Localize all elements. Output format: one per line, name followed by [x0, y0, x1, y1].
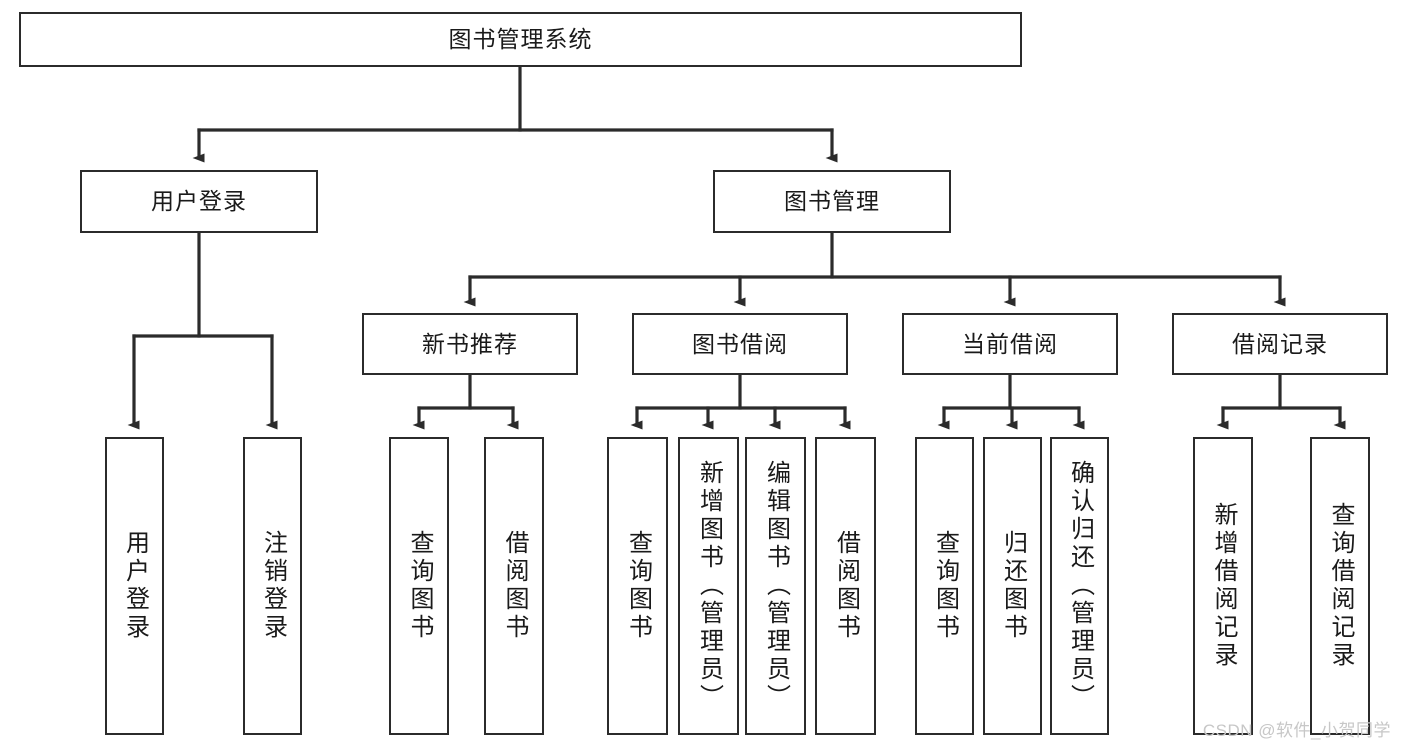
node-book-manage[interactable]: 图书管理	[713, 170, 951, 233]
node-label: 借阅记录	[1232, 330, 1328, 357]
node-leaf-return-book[interactable]: 归还图书	[983, 437, 1042, 735]
node-label: 归还图书	[999, 530, 1027, 642]
node-label: 借阅图书	[501, 530, 528, 642]
node-label: 用户登录	[121, 530, 149, 642]
node-leaf-query-book-2[interactable]: 查询图书	[607, 437, 668, 735]
node-leaf-logout[interactable]: 注销登录	[243, 437, 302, 735]
node-leaf-user-login[interactable]: 用户登录	[105, 437, 164, 735]
node-label: 借阅图书	[832, 530, 860, 642]
node-book-borrow[interactable]: 图书借阅	[632, 313, 848, 375]
node-leaf-add-record[interactable]: 新增借阅记录	[1193, 437, 1253, 735]
node-label: 用户登录	[151, 188, 247, 215]
node-leaf-add-book[interactable]: 新增图书（管理员）	[678, 437, 739, 735]
node-label: 注销登录	[259, 530, 287, 642]
node-leaf-query-record[interactable]: 查询借阅记录	[1310, 437, 1370, 735]
node-leaf-confirm-return[interactable]: 确认归还（管理员）	[1050, 437, 1109, 735]
node-label: 查询图书	[624, 530, 652, 642]
node-root-book-management-system[interactable]: 图书管理系统	[19, 12, 1022, 67]
node-label: 查询借阅记录	[1327, 502, 1354, 670]
node-current-borrow[interactable]: 当前借阅	[902, 313, 1118, 375]
node-label: 图书管理	[784, 188, 880, 215]
node-label: 当前借阅	[962, 330, 1058, 357]
node-label: 新增借阅记录	[1210, 502, 1237, 670]
node-user-login[interactable]: 用户登录	[80, 170, 318, 233]
node-leaf-query-book-1[interactable]: 查询图书	[389, 437, 449, 735]
node-label: 图书借阅	[692, 330, 788, 357]
node-label: 新书推荐	[422, 330, 518, 357]
node-label: 查询图书	[406, 530, 433, 642]
node-borrow-record[interactable]: 借阅记录	[1172, 313, 1388, 375]
node-label: 编辑图书（管理员）	[762, 460, 790, 712]
node-new-book-recommend[interactable]: 新书推荐	[362, 313, 578, 375]
node-leaf-edit-book[interactable]: 编辑图书（管理员）	[745, 437, 806, 735]
node-leaf-borrow-book-2[interactable]: 借阅图书	[815, 437, 876, 735]
node-label: 图书管理系统	[448, 26, 593, 53]
node-leaf-borrow-book-1[interactable]: 借阅图书	[484, 437, 544, 735]
node-leaf-query-book-3[interactable]: 查询图书	[915, 437, 974, 735]
node-label: 查询图书	[931, 530, 959, 642]
node-label: 确认归还（管理员）	[1066, 460, 1094, 712]
node-label: 新增图书（管理员）	[695, 460, 723, 712]
watermark: CSDN @软件_小贺同学	[1202, 721, 1391, 740]
